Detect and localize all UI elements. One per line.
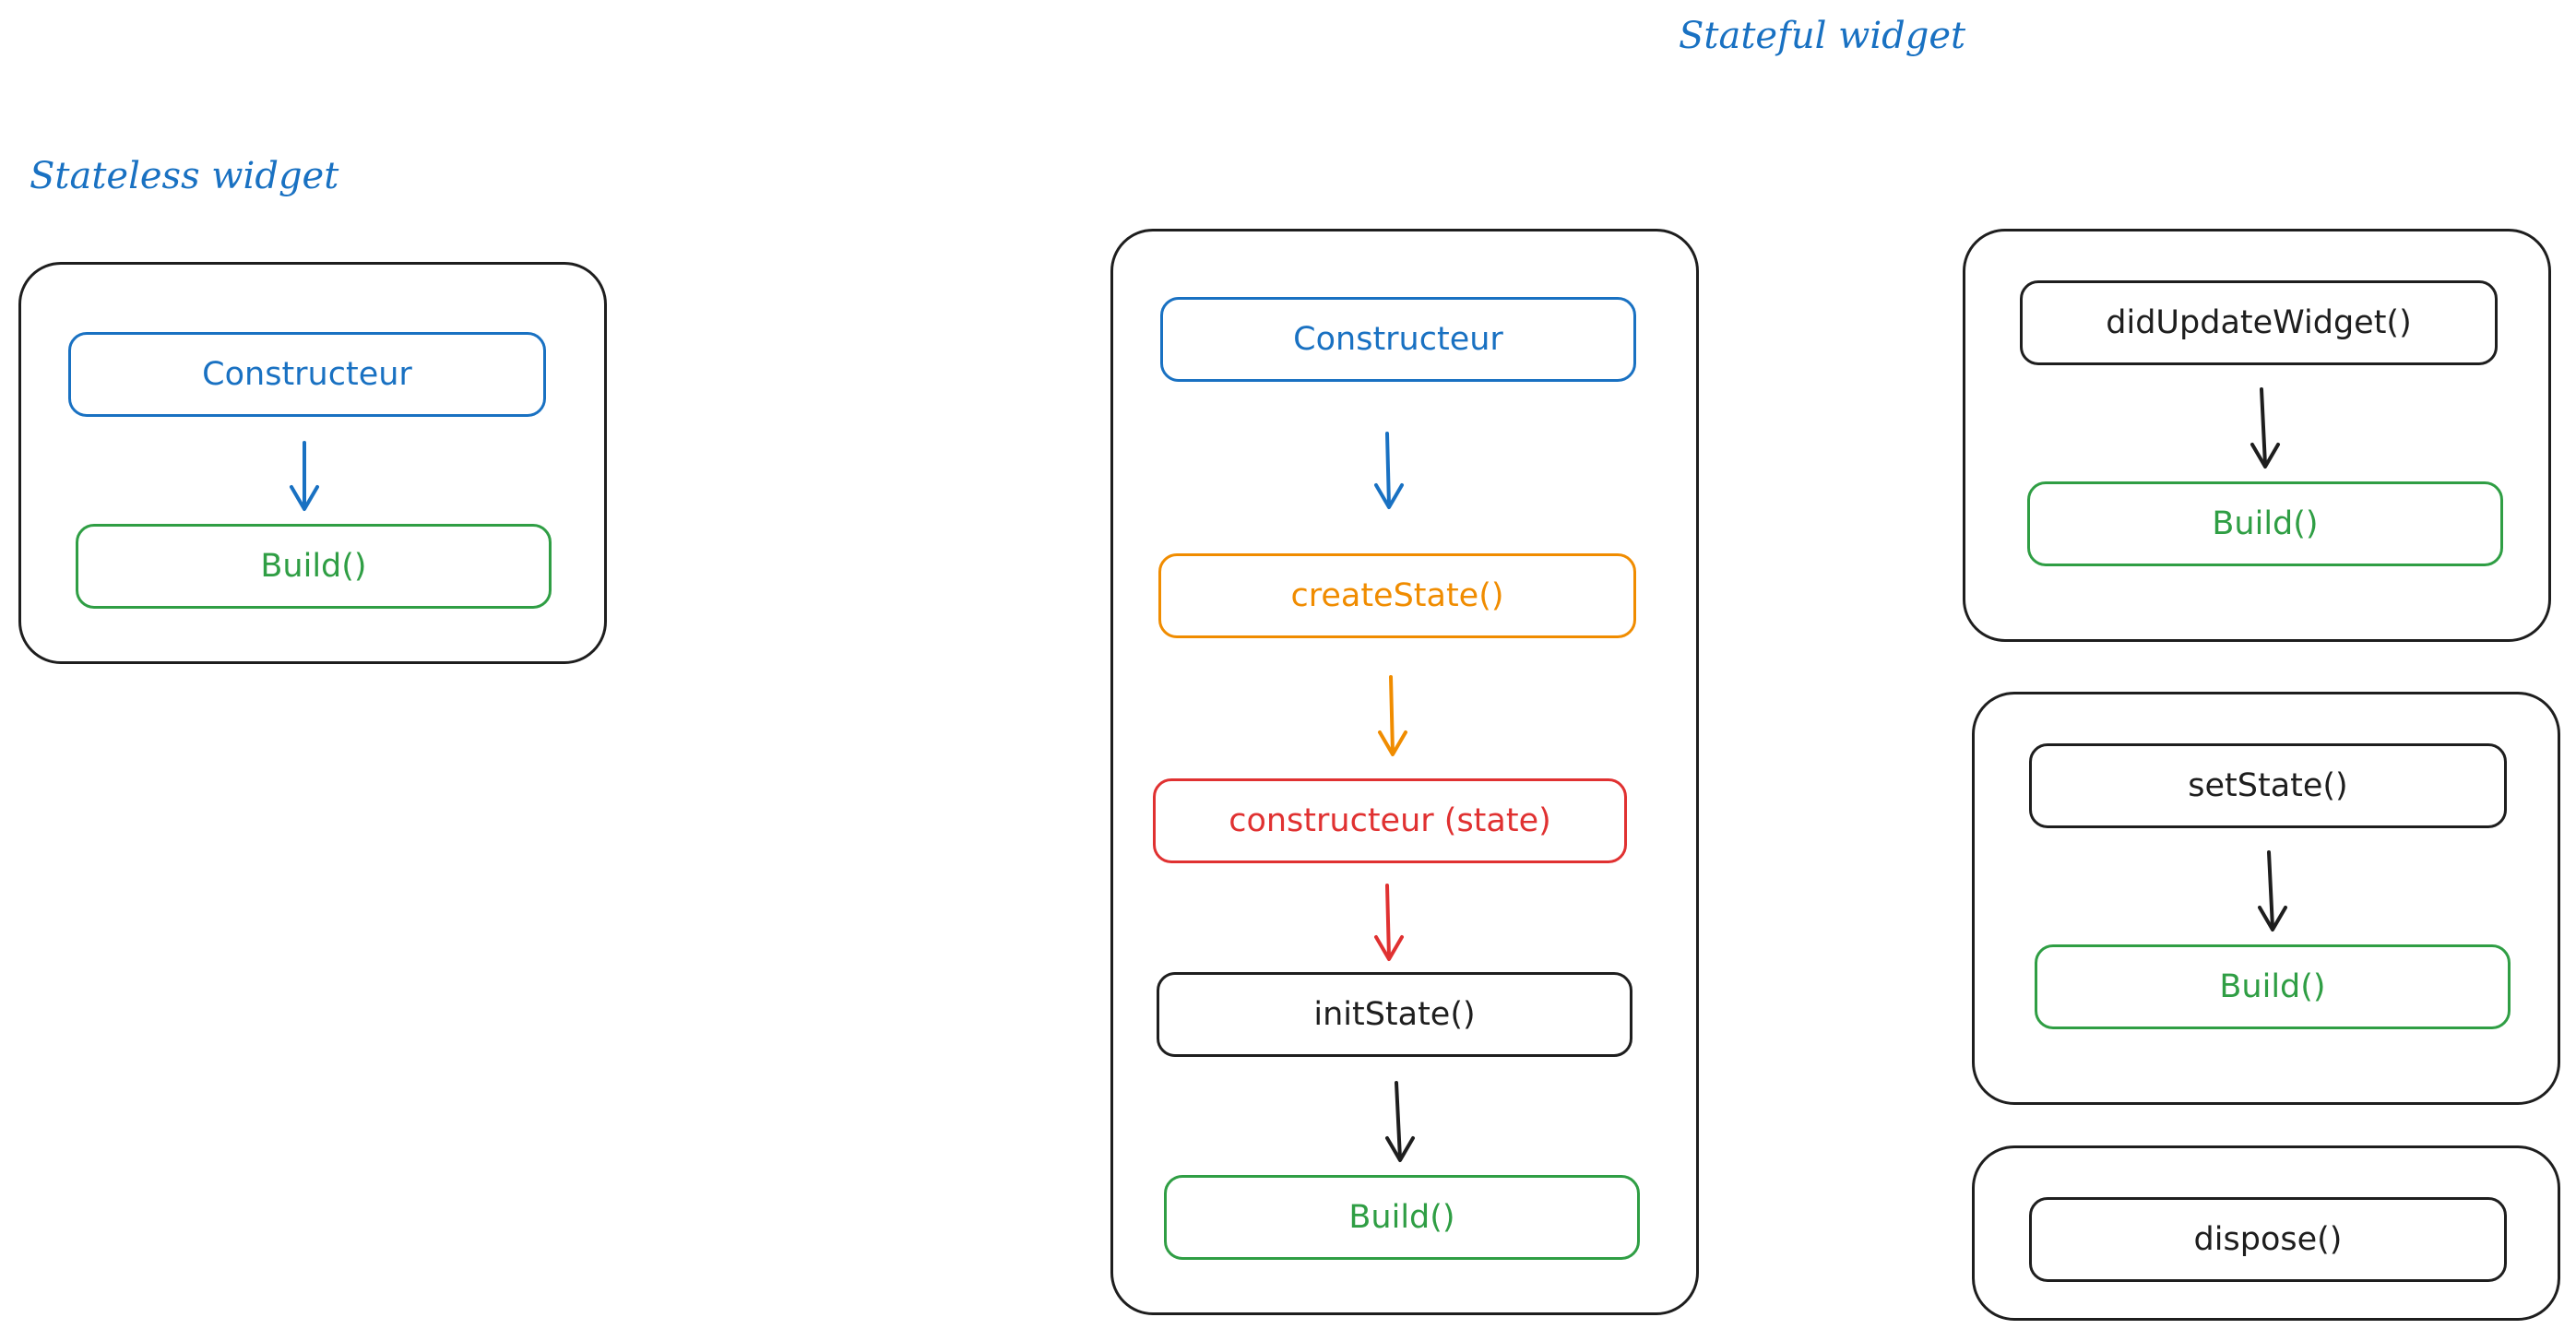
set-state-frame: [1972, 692, 2560, 1105]
init-state-node: initState(): [1157, 972, 1632, 1057]
did-update-widget-frame: [1963, 229, 2551, 642]
set-state-node: setState(): [2029, 743, 2507, 828]
dispose-frame: [1972, 1145, 2560, 1321]
dispose-node: dispose(): [2029, 1197, 2507, 1282]
did-update-widget-node: didUpdateWidget(): [2020, 280, 2498, 365]
stateless-widget-frame: [18, 262, 607, 664]
stateless-build-node: Build(): [76, 524, 552, 609]
stateful-widget-title: Stateful widget: [1679, 15, 1966, 57]
stateful-lifecycle-frame: [1110, 229, 1699, 1315]
stateless-widget-title: Stateless widget: [30, 155, 339, 197]
create-state-node: createState(): [1158, 553, 1636, 638]
stateful-build-node: Build(): [1164, 1175, 1640, 1260]
state-constructor-node: constructeur (state): [1153, 778, 1627, 863]
set-state-build-node: Build(): [2035, 944, 2511, 1029]
stateful-constructor-node: Constructeur: [1160, 297, 1636, 382]
stateless-constructor-node: Constructeur: [68, 332, 546, 417]
update-build-node: Build(): [2027, 481, 2503, 566]
